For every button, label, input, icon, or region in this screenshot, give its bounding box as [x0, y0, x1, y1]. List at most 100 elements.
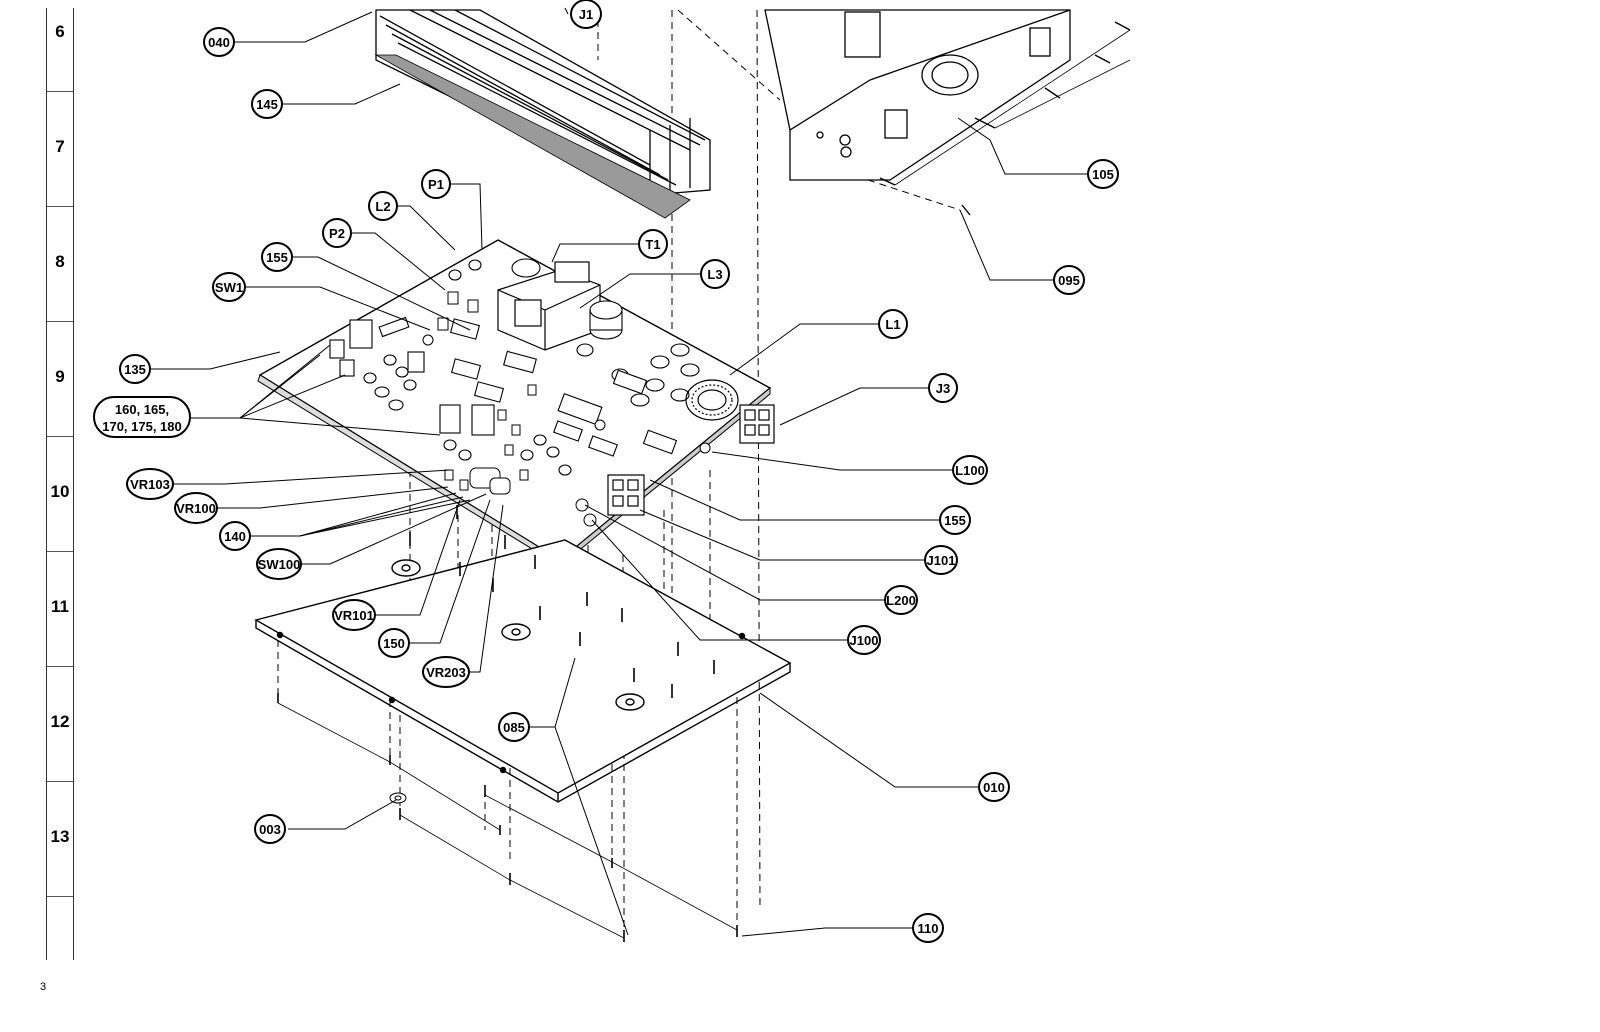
callout-l1-label: L1	[885, 317, 900, 332]
ruler-index-12: 12	[50, 712, 70, 731]
ruler-divider	[47, 896, 73, 897]
small-components	[422, 291, 711, 527]
callout-j3-label: J3	[936, 381, 950, 396]
callouts: 040 145 J1 P1 L2 P2 155 SW1 T1 L3 L1 135…	[119, 0, 1119, 943]
callout-145: 145	[251, 89, 283, 119]
callout-j101-label: J101	[927, 553, 956, 568]
callout-110: 110	[912, 913, 944, 943]
callout-010-label: 010	[983, 780, 1005, 795]
callout-155-bottom-label: 155	[944, 513, 966, 528]
bottom-screws	[277, 693, 738, 942]
callout-vr100-label: VR100	[176, 501, 216, 516]
callout-j101: J101	[924, 545, 958, 575]
ruler-divider	[47, 321, 73, 322]
callout-135-label: 135	[124, 362, 146, 377]
callout-t1: T1	[638, 229, 668, 259]
ruler-divider	[47, 551, 73, 552]
multi-callout-line-1: 160, 165,	[114, 402, 170, 417]
ruler-divider	[47, 436, 73, 437]
callout-l200: L200	[884, 585, 918, 615]
ruler-index-6: 6	[55, 22, 65, 41]
ruler-divider	[47, 666, 73, 667]
callout-135: 135	[119, 354, 151, 384]
callout-150: 150	[378, 628, 410, 658]
standoff-screws	[409, 505, 715, 698]
ruler-divider	[47, 91, 73, 92]
callout-t1-label: T1	[645, 237, 660, 252]
callout-l2-label: L2	[375, 199, 390, 214]
ruler-divider	[47, 781, 73, 782]
ruler-divider	[47, 206, 73, 207]
callout-140-label: 140	[224, 529, 246, 544]
screw-alignment-lines	[277, 702, 738, 939]
callout-105: 105	[1087, 159, 1119, 189]
callout-vr101: VR101	[332, 599, 376, 631]
callout-p1-label: P1	[428, 177, 444, 192]
ruler-index-9: 9	[55, 367, 65, 386]
callout-p1: P1	[421, 169, 451, 199]
callout-145-label: 145	[256, 97, 278, 112]
callout-l100-label: L100	[955, 463, 985, 478]
callout-003: 003	[254, 814, 286, 844]
callout-150-label: 150	[383, 636, 405, 651]
callout-l3: L3	[700, 259, 730, 289]
callout-vr203-label: VR203	[426, 665, 466, 680]
ruler-index-7: 7	[55, 137, 65, 156]
grid-index-ruler: 6 7 8 9 10 11 12 13	[46, 8, 74, 960]
chassis-plate	[254, 539, 792, 803]
callout-003-label: 003	[259, 822, 281, 837]
callout-155-top: 155	[261, 242, 293, 272]
callout-sw1-label: SW1	[215, 280, 243, 295]
front-panel	[764, 9, 1071, 181]
callout-j100: J100	[847, 625, 881, 655]
callout-l200-label: L200	[886, 593, 916, 608]
callout-l100: L100	[952, 455, 988, 485]
callout-155-top-label: 155	[266, 250, 288, 265]
heatsink	[375, 9, 711, 196]
callout-vr100: VR100	[174, 492, 218, 524]
capacitors	[363, 258, 700, 476]
callout-vr103-label: VR103	[130, 477, 170, 492]
callout-l2: L2	[368, 191, 398, 221]
toroid-inductor	[685, 379, 739, 421]
ruler-index-13: 13	[50, 827, 70, 846]
callout-sw100: SW100	[256, 548, 302, 580]
callout-095-label: 095	[1058, 273, 1080, 288]
callout-110-label: 110	[918, 921, 939, 936]
page-number: 3	[40, 981, 47, 993]
ruler-index-10: 10	[50, 482, 70, 501]
callout-vr101-label: VR101	[334, 608, 374, 623]
callout-p2-label: P2	[329, 226, 345, 241]
ruler-index-8: 8	[55, 252, 65, 271]
ics-and-regulators	[329, 316, 678, 457]
panel-screw-guides	[894, 29, 1131, 186]
callout-040: 040	[203, 27, 235, 57]
callout-p2: P2	[322, 218, 352, 248]
callout-j1-label: J1	[579, 7, 593, 22]
callout-l3-label: L3	[707, 267, 722, 282]
callout-155-bottom: 155	[939, 505, 971, 535]
callout-095: 095	[1053, 265, 1085, 295]
callout-010: 010	[978, 772, 1010, 802]
callout-160-165-170-175-180: 160, 165, 170, 175, 180	[93, 396, 191, 438]
callout-j3: J3	[928, 373, 958, 403]
callout-sw100-label: SW100	[258, 557, 301, 572]
callout-j100-label: J100	[850, 633, 879, 648]
callout-085: 085	[498, 712, 530, 742]
callout-sw1: SW1	[212, 272, 246, 302]
ruler-index-11: 11	[51, 597, 69, 616]
callout-l1: L1	[878, 309, 908, 339]
callout-vr103: VR103	[126, 468, 174, 500]
callout-140: 140	[219, 521, 251, 551]
transformer	[497, 261, 601, 351]
callout-105-label: 105	[1092, 167, 1114, 182]
callout-085-label: 085	[503, 720, 525, 735]
leader-lines	[151, 7, 1087, 937]
callout-040-label: 040	[208, 35, 230, 50]
thermal-pad	[374, 54, 691, 219]
multi-callout-line-2: 170, 175, 180	[102, 419, 182, 434]
callout-j1: J1	[570, 0, 602, 29]
washer	[389, 792, 407, 804]
callout-vr203: VR203	[422, 656, 470, 688]
